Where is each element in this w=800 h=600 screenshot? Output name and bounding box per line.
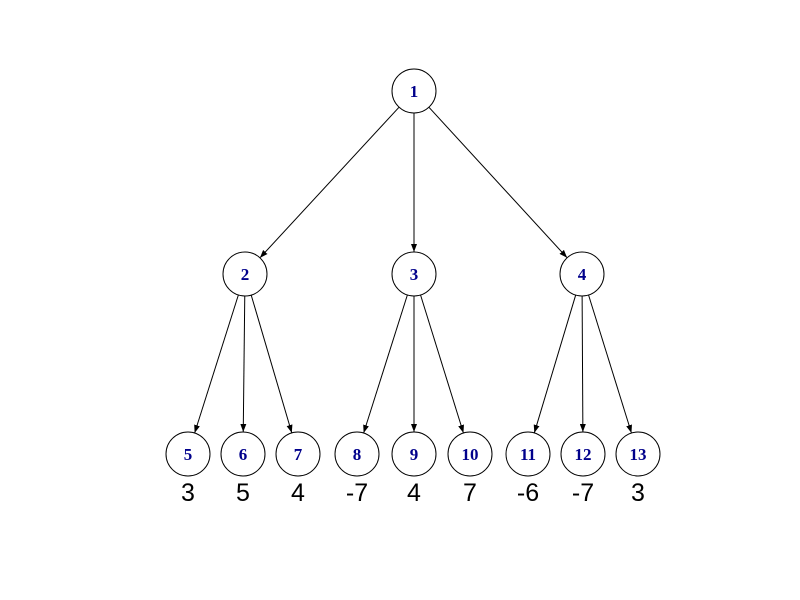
leaf-value-5: 3 [181,479,195,507]
node-label-13: 13 [630,445,647,464]
tree-edge-2-7 [250,294,293,434]
tree-edge-3-8 [363,294,408,434]
tree-node-3 [391,251,437,297]
tree-node-6 [220,431,266,477]
node-label-7: 7 [294,445,303,464]
tree-node-2 [222,251,268,297]
tree-node-5 [165,431,211,477]
leaf-value-8: -7 [346,479,368,507]
leaf-value-10: 7 [463,479,477,507]
tree-node-7 [275,431,321,477]
tree-node-13 [615,431,661,477]
tree-edge-1-2 [259,106,400,259]
leaf-value-13: 3 [631,479,645,507]
leaf-value-9: 4 [407,479,421,507]
tree-edge-4-11 [533,294,577,434]
tree-node-11 [505,431,551,477]
leaf-values-layer: 3 5 4 -7 4 7 -6 -7 3 [181,479,645,507]
leaf-value-7: 4 [291,479,305,507]
tree-node-4 [559,251,605,297]
node-label-4: 4 [578,265,587,284]
tree-node-10 [447,431,493,477]
tree-edge-4-13 [588,294,632,434]
tree-node-12 [560,431,606,477]
node-label-1: 1 [410,82,419,101]
leaf-value-12: -7 [572,479,594,507]
tree-edge-3-10 [420,294,464,434]
node-label-5: 5 [184,445,193,464]
node-label-10: 10 [462,445,479,464]
node-label-11: 11 [520,445,536,464]
tree-edge-2-5 [194,294,239,434]
tree-edge-1-4 [428,106,568,259]
tree-node-9 [391,431,437,477]
tree-edges-layer [194,106,632,434]
tree-edge-2-6 [240,295,247,433]
tree-edge-4-12 [579,295,586,433]
leaf-value-6: 5 [236,479,250,507]
tree-node-1 [391,68,437,114]
node-label-2: 2 [241,265,250,284]
tree-node-8 [334,431,380,477]
node-label-3: 3 [410,265,419,284]
node-label-6: 6 [239,445,248,464]
node-label-8: 8 [353,445,362,464]
node-label-9: 9 [410,445,419,464]
node-label-12: 12 [575,445,592,464]
leaf-value-11: -6 [517,479,539,507]
